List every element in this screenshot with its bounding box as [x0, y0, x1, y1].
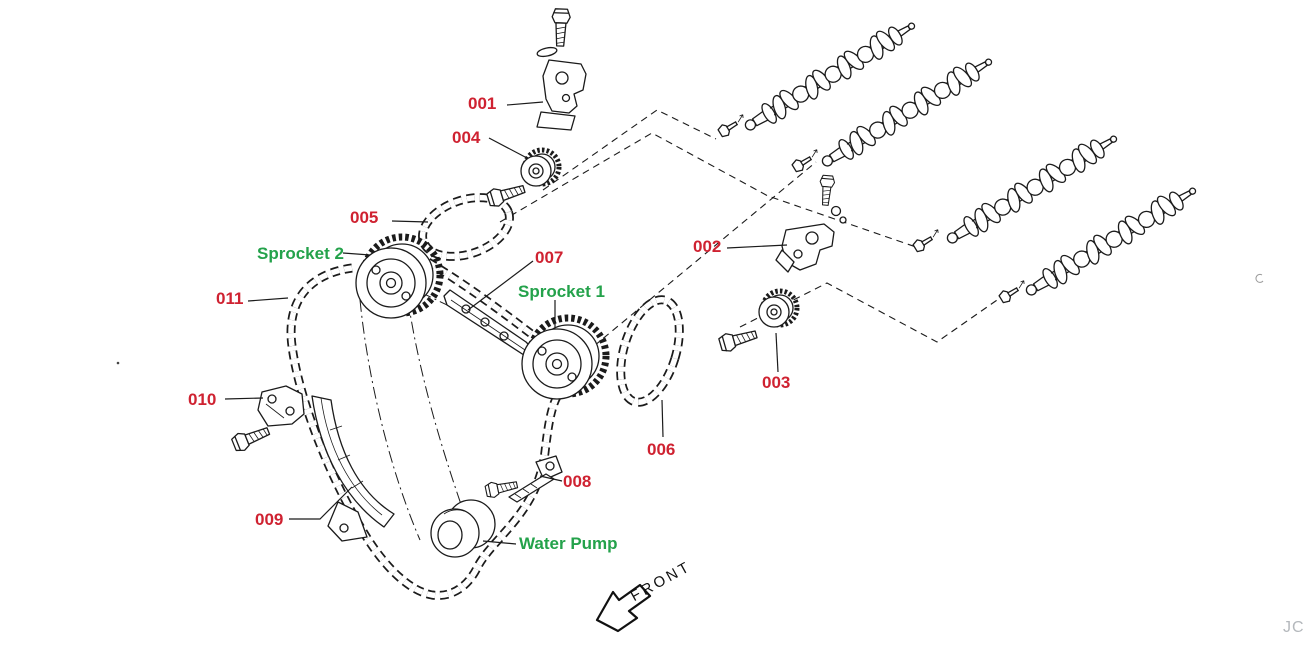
alignment-dashed-lines — [499, 109, 1011, 347]
front-arrow-icon — [595, 583, 652, 633]
callout-010: 010 — [188, 390, 217, 409]
part-001-chain-tensioner — [536, 8, 587, 131]
callout-003: 003 — [762, 373, 791, 392]
cam-bolt-icon — [911, 227, 944, 254]
callout-006: 006 — [647, 440, 676, 459]
chain-006 — [610, 293, 691, 410]
leader-lines — [224, 101, 788, 545]
callout-004: 004 — [452, 128, 481, 147]
label-sprocket-1: Sprocket 1 — [518, 282, 605, 301]
callout-005: 005 — [350, 208, 379, 227]
cam-bolt-icon — [716, 112, 749, 139]
scan-marks — [116, 273, 1264, 365]
part-009-chain-guide — [311, 395, 395, 542]
label-sprocket-2: Sprocket 2 — [257, 244, 344, 263]
callout-007: 007 — [535, 248, 564, 267]
sprocket-1 — [522, 318, 606, 399]
cam-bolt-icon — [997, 278, 1030, 305]
watermark-text: JC — [1283, 619, 1305, 636]
callout-002: 002 — [693, 237, 722, 256]
part-008-bracket — [484, 455, 563, 503]
camshaft-4 — [1019, 176, 1203, 305]
part-007-chain-guide — [443, 289, 537, 360]
callout-008: 008 — [563, 472, 592, 491]
part-004-sprocket — [485, 150, 559, 210]
sprocket-2 — [356, 237, 440, 318]
part-003-sprocket — [717, 291, 797, 354]
water-pump — [430, 499, 496, 558]
label-water-pump: Water Pump — [519, 534, 618, 553]
chain-centerlines — [359, 291, 546, 541]
callout-011: 011 — [216, 289, 244, 308]
camshaft-3 — [940, 124, 1124, 253]
callout-001: 001 — [468, 94, 497, 113]
part-010-bracket — [229, 385, 305, 454]
part-002-chain-tensioner — [775, 174, 847, 273]
callout-009: 009 — [255, 510, 284, 529]
